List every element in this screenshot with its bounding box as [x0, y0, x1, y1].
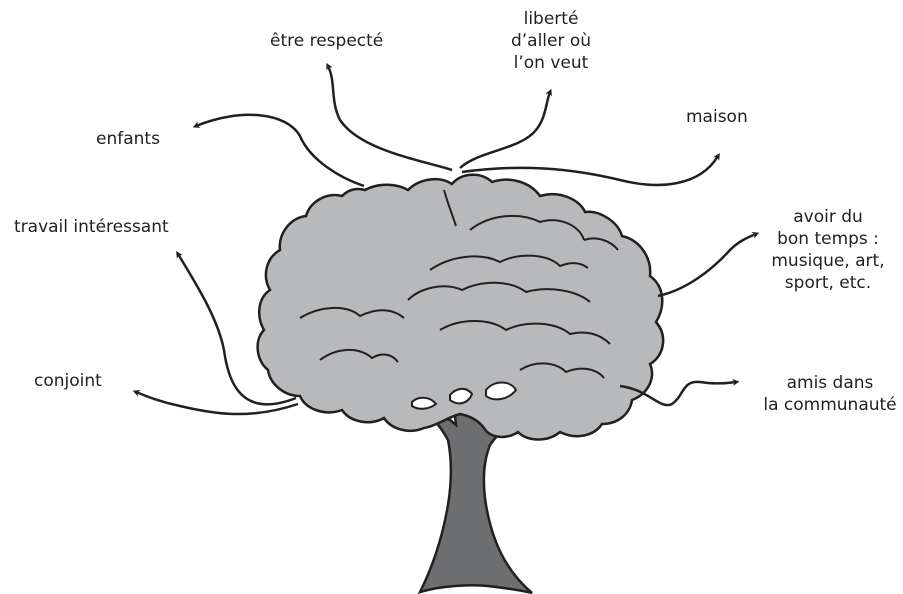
label-amis: amis dans la communauté: [760, 372, 900, 416]
label-line: sport, etc.: [784, 273, 872, 293]
label-maison: maison: [686, 106, 748, 128]
tree-foliage: [256, 173, 665, 441]
label-avoir-du-bon-temps: avoir du bon temps : musique, art, sport…: [760, 206, 896, 294]
arrow-avoir-du-bon-temps: [657, 232, 760, 298]
label-etre-respecte: être respecté: [270, 30, 383, 52]
arrows: [132, 62, 760, 416]
label-line: musique, art,: [771, 251, 885, 271]
label-text: enfants: [96, 129, 160, 149]
label-text: maison: [686, 107, 748, 127]
label-line: amis dans: [786, 373, 874, 393]
label-line: l’on veut: [513, 53, 589, 73]
arrow-travail: [176, 251, 297, 406]
arrow-enfants: [192, 113, 365, 188]
arrow-maison: [461, 153, 720, 187]
label-line: bon temps :: [777, 229, 879, 249]
label-text: être respecté: [270, 31, 384, 51]
label-text: travail intéressant: [14, 217, 169, 237]
arrow-etre-respecte: [326, 62, 453, 172]
arrow-conjoint: [132, 390, 299, 416]
label-line: d’aller où: [510, 31, 592, 51]
label-conjoint: conjoint: [34, 370, 102, 392]
label-enfants: enfants: [96, 128, 160, 150]
arrow-liberte: [459, 88, 552, 169]
arrow-amis: [619, 379, 740, 407]
label-line: avoir du: [793, 207, 863, 227]
label-liberte: liberté d’aller où l’on veut: [502, 8, 600, 74]
label-line: liberté: [523, 9, 579, 29]
label-text: conjoint: [34, 371, 102, 391]
label-line: la communauté: [763, 395, 897, 415]
label-travail: travail intéressant: [14, 216, 169, 238]
